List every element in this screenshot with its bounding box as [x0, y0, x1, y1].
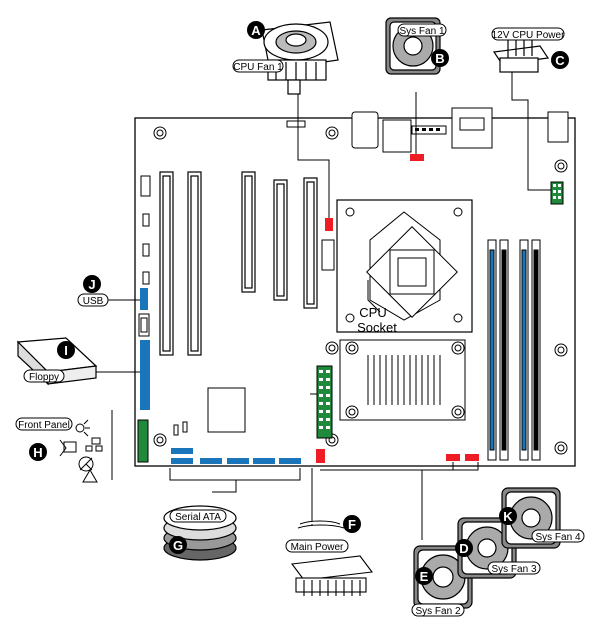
cpu-fan-1-label: CPU Fan 1 — [233, 62, 283, 73]
sata-connectors — [171, 448, 301, 464]
cpu-socket-label-line2: Socket — [357, 320, 397, 335]
front-panel-icons — [59, 419, 103, 483]
heatsink-fins — [367, 355, 441, 405]
callout-c-letter: C — [555, 53, 565, 68]
usb-label: USB — [83, 296, 104, 307]
fan-headers — [316, 154, 479, 463]
main-power-label: Main Power — [291, 542, 344, 553]
callout-k-badge — [499, 507, 517, 525]
sys-fan-1-label: Sys Fan 1 — [399, 26, 444, 37]
usb-header — [140, 288, 148, 310]
small-chip-left — [140, 175, 151, 197]
callout-h-badge — [29, 443, 47, 461]
leader-lines — [96, 72, 551, 540]
callout-a-letter: A — [251, 23, 261, 38]
cpu-fan-1-header — [325, 218, 333, 231]
callout-a-badge — [247, 21, 265, 39]
sys-fan-1-header — [410, 154, 424, 161]
battery — [138, 313, 150, 337]
callout-g-letter: G — [173, 538, 183, 553]
callout-f-letter: F — [348, 517, 356, 532]
callout-d-badge — [455, 539, 473, 557]
callout-c-badge — [551, 51, 569, 69]
cpu-socket-label-line1: CPU — [359, 305, 386, 320]
io-pins — [415, 128, 440, 131]
callout-h-letter: H — [33, 445, 42, 460]
callout-b-letter: B — [435, 51, 444, 66]
bios-chip — [207, 387, 246, 433]
sys-fan-2-header — [316, 449, 325, 463]
callout-b-badge — [431, 49, 449, 67]
cpu-socket-holes — [345, 207, 463, 323]
callout-i-letter: I — [64, 343, 68, 358]
callout-i-badge — [57, 341, 75, 359]
callout-j-badge — [83, 275, 101, 293]
cpu-power-connector — [550, 181, 564, 205]
main-power-connector — [316, 365, 333, 439]
callout-e-letter: E — [420, 569, 429, 584]
cpu-power-label: 12V CPU Power — [492, 30, 565, 41]
sys-fan-3-label: Sys Fan 3 — [491, 564, 536, 575]
sys-fan-4-label: Sys Fan 4 — [535, 532, 580, 543]
callout-j-letter: J — [88, 277, 95, 292]
callout-e-badge — [415, 567, 433, 585]
serial-ata-label: Serial ATA — [175, 512, 221, 523]
sys-fan-4-header — [465, 454, 479, 461]
callout-d-letter: D — [459, 541, 468, 556]
cpu-power-plug — [492, 38, 550, 73]
front-panel-label: Front Panel — [18, 420, 70, 431]
floppy-drive — [16, 337, 98, 386]
sys-fan-3-header — [446, 454, 460, 461]
rear-io-ports — [286, 107, 569, 153]
chipset — [321, 239, 335, 271]
callout-g-badge — [169, 536, 187, 554]
floppy-label: Floppy — [29, 372, 59, 383]
expansion-slots — [159, 171, 318, 356]
front-panel-header — [137, 419, 149, 463]
callout-k-letter: K — [503, 509, 513, 524]
callout-f-badge — [343, 515, 361, 533]
sys-fan-2-label: Sys Fan 2 — [415, 606, 460, 617]
small-jumpers — [142, 213, 150, 285]
cpu-fan-1 — [261, 21, 339, 95]
main-power-plug — [290, 520, 374, 596]
cpu-socket — [366, 211, 458, 321]
memory-slots — [487, 239, 541, 461]
heatsink — [339, 339, 466, 421]
floppy-connector — [140, 340, 150, 410]
